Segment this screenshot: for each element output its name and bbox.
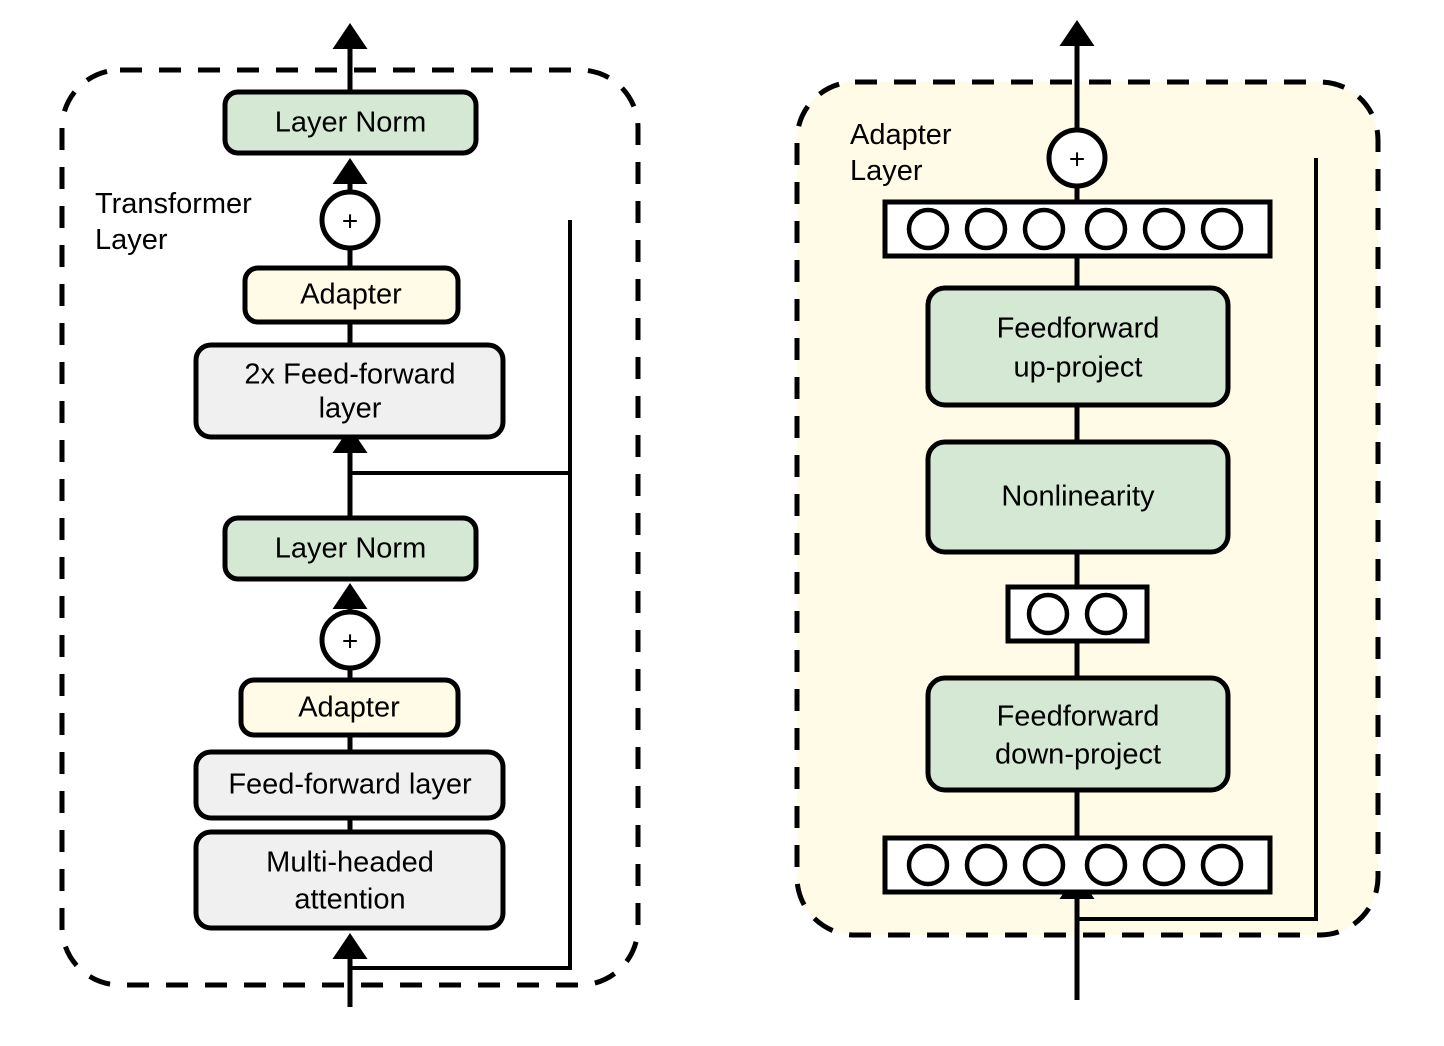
block-adapter-top[interactable]: Adapter <box>242 265 461 325</box>
transformer-layer-title-line1: Transformer <box>95 188 252 220</box>
block-add-top[interactable]: + <box>319 189 381 251</box>
adapter-bottom-rect[interactable] <box>238 677 461 738</box>
feedforward-down-project-label-line1: Feedforward <box>997 701 1160 733</box>
neuron-circle <box>1084 592 1128 636</box>
nonlinearity-rect[interactable] <box>925 439 1231 555</box>
neuron-circle <box>1084 207 1128 251</box>
adapter-add-circle[interactable] <box>1046 127 1108 189</box>
adapter-bottom-label: Adapter <box>298 692 400 724</box>
feed-forward-layer-rect[interactable] <box>193 749 506 821</box>
block-neurons-input[interactable] <box>882 835 1273 895</box>
feedforward-up-project-label-line1: Feedforward <box>997 313 1160 345</box>
nonlinearity-label: Nonlinearity <box>1001 481 1155 513</box>
mid-skip-connection <box>350 471 572 640</box>
multi-headed-attention-label-line1: Multi-headed <box>266 847 434 879</box>
feedforward-up-project-label-line2: up-project <box>1014 352 1143 384</box>
neuron-circle <box>1142 207 1186 251</box>
feedforward-up-project-rect[interactable] <box>925 285 1231 408</box>
layer-norm-top-rect[interactable] <box>222 89 479 156</box>
neuron-circle <box>1200 843 1244 887</box>
multi-headed-attention-rect[interactable] <box>193 829 506 931</box>
layer-norm-bottom-label: Layer Norm <box>275 533 427 565</box>
block-layer-norm-top[interactable]: Layer Norm <box>222 89 479 156</box>
neuron-circle <box>1026 592 1070 636</box>
multi-headed-attention-label-line2: attention <box>294 884 405 916</box>
neuron-circle <box>1142 843 1186 887</box>
block-feedforward-up-project[interactable]: Feedforward up-project <box>925 285 1231 408</box>
neuron-circle <box>1084 843 1128 887</box>
transformer-layer-title-line2: Layer <box>95 224 168 256</box>
block-nonlinearity[interactable]: Nonlinearity <box>925 439 1231 555</box>
block-add-bottom[interactable]: + <box>319 609 381 671</box>
block-multi-headed-attention[interactable]: Multi-headed attention <box>193 829 506 931</box>
adapter-top-rect[interactable] <box>242 265 461 325</box>
add-bottom-label: + <box>342 626 358 657</box>
neuron-circle <box>964 207 1008 251</box>
adapter-top-label: Adapter <box>300 279 402 311</box>
adapter-skip-connection <box>1077 158 1318 921</box>
add-top-circle[interactable] <box>319 189 381 251</box>
add-top-label: + <box>342 206 358 237</box>
layer-norm-bottom-rect[interactable] <box>222 515 479 582</box>
transformer-layer-dashed-border <box>59 67 641 988</box>
feed-forward-2x-label-line2: layer <box>319 393 382 425</box>
neuron-circle <box>1022 207 1066 251</box>
bottom-skip-connection <box>350 220 572 970</box>
neuron-circle <box>906 843 950 887</box>
adapter-layer-title-line2: Layer <box>850 155 923 187</box>
adapter-layer-title-line1: Adapter <box>850 119 952 151</box>
layer-norm-top-label: Layer Norm <box>275 107 427 139</box>
neuron-circle <box>964 843 1008 887</box>
block-neurons-bottleneck[interactable] <box>1005 584 1150 644</box>
block-feed-forward-layer[interactable]: Feed-forward layer <box>193 749 506 821</box>
add-bottom-circle[interactable] <box>319 609 381 671</box>
adapter-add-label: + <box>1069 144 1085 175</box>
neuron-circle <box>906 207 950 251</box>
block-adapter-add[interactable]: + <box>1046 127 1108 189</box>
block-feedforward-down-project[interactable]: Feedforward down-project <box>925 675 1231 793</box>
neuron-circle <box>1200 207 1244 251</box>
feedforward-down-project-label-line2: down-project <box>995 739 1161 771</box>
block-feed-forward-2x[interactable]: 2x Feed-forward layer <box>193 342 506 440</box>
feed-forward-layer-label: Feed-forward layer <box>228 769 472 801</box>
feed-forward-2x-rect[interactable] <box>193 342 506 440</box>
panel-adapter-layer: Adapter Layer + <box>794 19 1381 1000</box>
block-adapter-bottom[interactable]: Adapter <box>238 677 461 738</box>
panel-transformer-layer: Transformer Layer <box>59 22 641 1007</box>
feed-forward-2x-label-line1: 2x Feed-forward <box>244 359 455 391</box>
feedforward-down-project-rect[interactable] <box>925 675 1231 793</box>
block-layer-norm-bottom[interactable]: Layer Norm <box>222 515 479 582</box>
neuron-circle <box>1022 843 1066 887</box>
block-neurons-output[interactable] <box>882 199 1273 259</box>
